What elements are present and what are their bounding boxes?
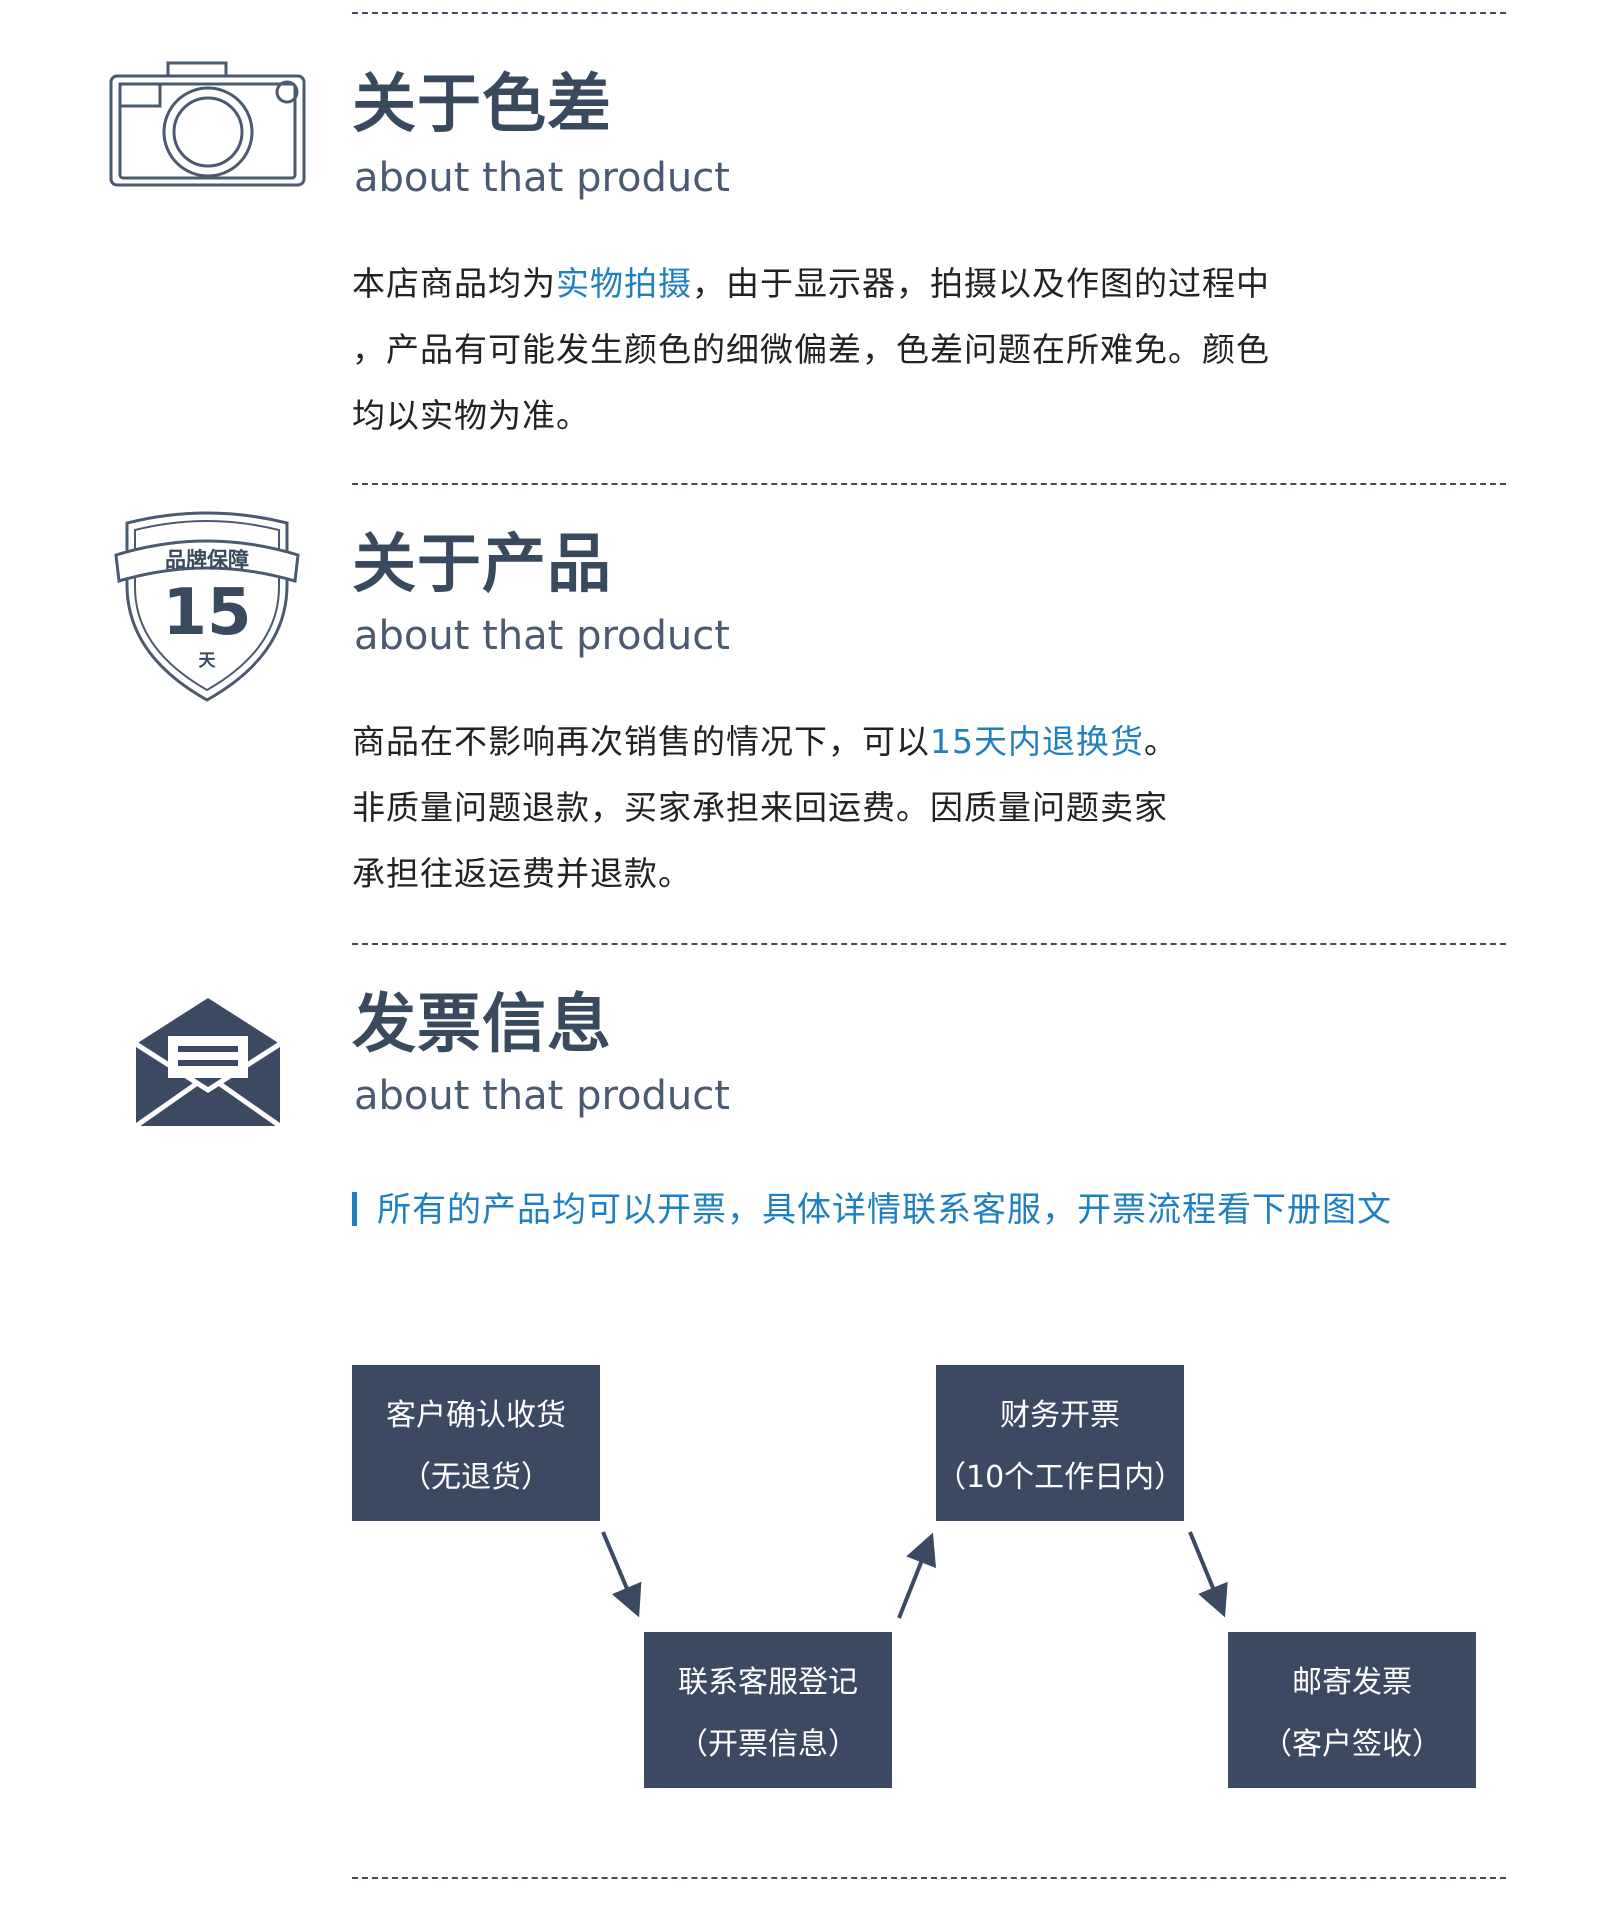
- section-2-paragraph: 商品在不影响再次销售的情况下，可以15天内退换货。 非质量问题退款，买家承担来回…: [352, 709, 1382, 907]
- section-2-subtitle: about that product: [354, 613, 730, 659]
- invoice-note: 所有的产品均可以开票，具体详情联系客服，开票流程看下册图文: [352, 1182, 1392, 1238]
- highlight-text: 实物拍摄: [556, 264, 692, 303]
- paragraph-line: ，产品有可能发生颜色的细微偏差，色差问题在所难免。颜色: [352, 330, 1270, 369]
- camera-icon: [109, 61, 306, 187]
- divider-top: [352, 12, 1506, 14]
- flow-step-finance-invoice: 财务开票 （10个工作日内）: [936, 1365, 1184, 1521]
- flow-step-confirm-receipt: 客户确认收货 （无退货）: [352, 1365, 600, 1521]
- paragraph-line: 非质量问题退款，买家承担来回运费。因质量问题卖家: [352, 788, 1168, 827]
- section-1-title: 关于色差: [352, 68, 612, 142]
- flow-step-contact-service: 联系客服登记 （开票信息）: [644, 1632, 892, 1788]
- section-2-title: 关于产品: [352, 528, 612, 602]
- badge-unit: 天: [198, 651, 216, 671]
- paragraph-line: 承担往返运费并退款。: [352, 854, 692, 893]
- badge-number: 15: [162, 576, 252, 650]
- shield-badge-icon: 品牌保障 15 天: [112, 505, 302, 705]
- section-3-subtitle: about that product: [354, 1073, 730, 1119]
- divider-bottom: [352, 1877, 1506, 1879]
- section-1-paragraph: 本店商品均为实物拍摄，由于显示器，拍摄以及作图的过程中 ，产品有可能发生颜色的细…: [352, 251, 1382, 449]
- arrow-up: [897, 1532, 937, 1619]
- arrow-down-1: [601, 1531, 642, 1618]
- badge-top-text: 品牌保障: [165, 548, 249, 572]
- flow-step-mail-invoice: 邮寄发票 （客户签收）: [1228, 1632, 1476, 1788]
- paragraph-line: 均以实物为准。: [352, 396, 590, 435]
- arrow-down-2: [1188, 1531, 1228, 1618]
- divider-1: [352, 483, 1506, 485]
- section-3-title: 发票信息: [352, 988, 612, 1062]
- envelope-icon: [136, 998, 280, 1126]
- paragraph-line: 商品在不影响再次销售的情况下，可以15天内退换货。: [352, 722, 1178, 761]
- note-bar: [352, 1192, 357, 1226]
- highlight-text: 15天内退换货: [930, 722, 1144, 761]
- divider-2: [352, 943, 1506, 945]
- section-1-subtitle: about that product: [354, 155, 730, 201]
- paragraph-line: 本店商品均为实物拍摄，由于显示器，拍摄以及作图的过程中: [352, 264, 1270, 303]
